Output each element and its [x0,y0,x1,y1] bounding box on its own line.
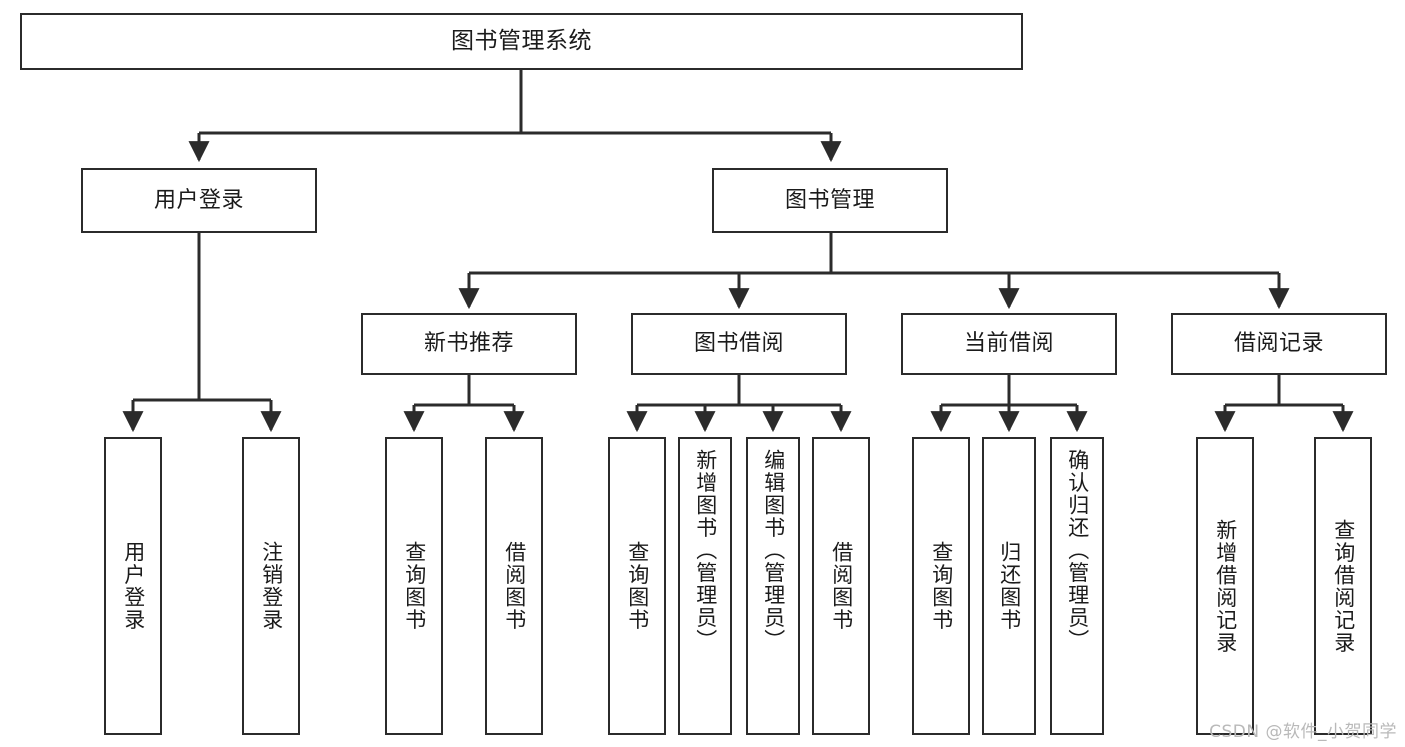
leaf-add-borrow-record[interactable]: 新增借阅记录 [1196,437,1254,735]
node-label: 新增借阅记录 [1213,518,1238,654]
leaf-user-login[interactable]: 用户登录 [104,437,162,735]
node-label: 图书管理系统 [451,28,592,54]
leaf-borrow-book-recommend[interactable]: 借阅图书 [485,437,543,735]
watermark: CSDN @软件_小贺同学 [1209,722,1397,742]
node-label: 图书借阅 [693,331,784,356]
leaf-logout[interactable]: 注销登录 [242,437,300,735]
node-label: 用户登录 [121,541,146,631]
leaf-edit-book-admin[interactable]: 编辑图书（管理员） [746,437,800,735]
node-label: 当前借阅 [963,331,1054,356]
leaf-query-book-current[interactable]: 查询图书 [912,437,970,735]
leaf-query-book-recommend[interactable]: 查询图书 [385,437,443,735]
node-book-borrow[interactable]: 图书借阅 [631,313,847,375]
node-borrow-record[interactable]: 借阅记录 [1171,313,1387,375]
node-new-book-recommend[interactable]: 新书推荐 [361,313,577,375]
node-user-login[interactable]: 用户登录 [81,168,317,233]
node-label: 查询图书 [929,541,954,631]
leaf-query-book-borrow[interactable]: 查询图书 [608,437,666,735]
node-label: 确认归还（管理员） [1065,449,1090,652]
node-root[interactable]: 图书管理系统 [20,13,1023,70]
leaf-borrow-book[interactable]: 借阅图书 [812,437,870,735]
node-label: 注销登录 [259,541,284,631]
node-label: 归还图书 [997,541,1022,631]
node-label: 查询图书 [402,541,427,631]
node-label: 查询图书 [625,541,650,631]
node-label: 编辑图书（管理员） [761,449,786,652]
node-book-management[interactable]: 图书管理 [712,168,948,233]
node-label: 新增图书（管理员） [693,449,718,652]
node-label: 新书推荐 [423,331,514,356]
node-label: 用户登录 [153,187,244,213]
node-label: 借阅记录 [1233,331,1324,356]
node-label: 借阅图书 [829,541,854,631]
node-label: 借阅图书 [502,541,527,631]
leaf-return-book[interactable]: 归还图书 [982,437,1036,735]
leaf-confirm-return-admin[interactable]: 确认归还（管理员） [1050,437,1104,735]
node-current-borrow[interactable]: 当前借阅 [901,313,1117,375]
node-label: 图书管理 [784,187,875,213]
leaf-query-borrow-record[interactable]: 查询借阅记录 [1314,437,1372,735]
node-label: 查询借阅记录 [1331,518,1356,654]
leaf-add-book-admin[interactable]: 新增图书（管理员） [678,437,732,735]
